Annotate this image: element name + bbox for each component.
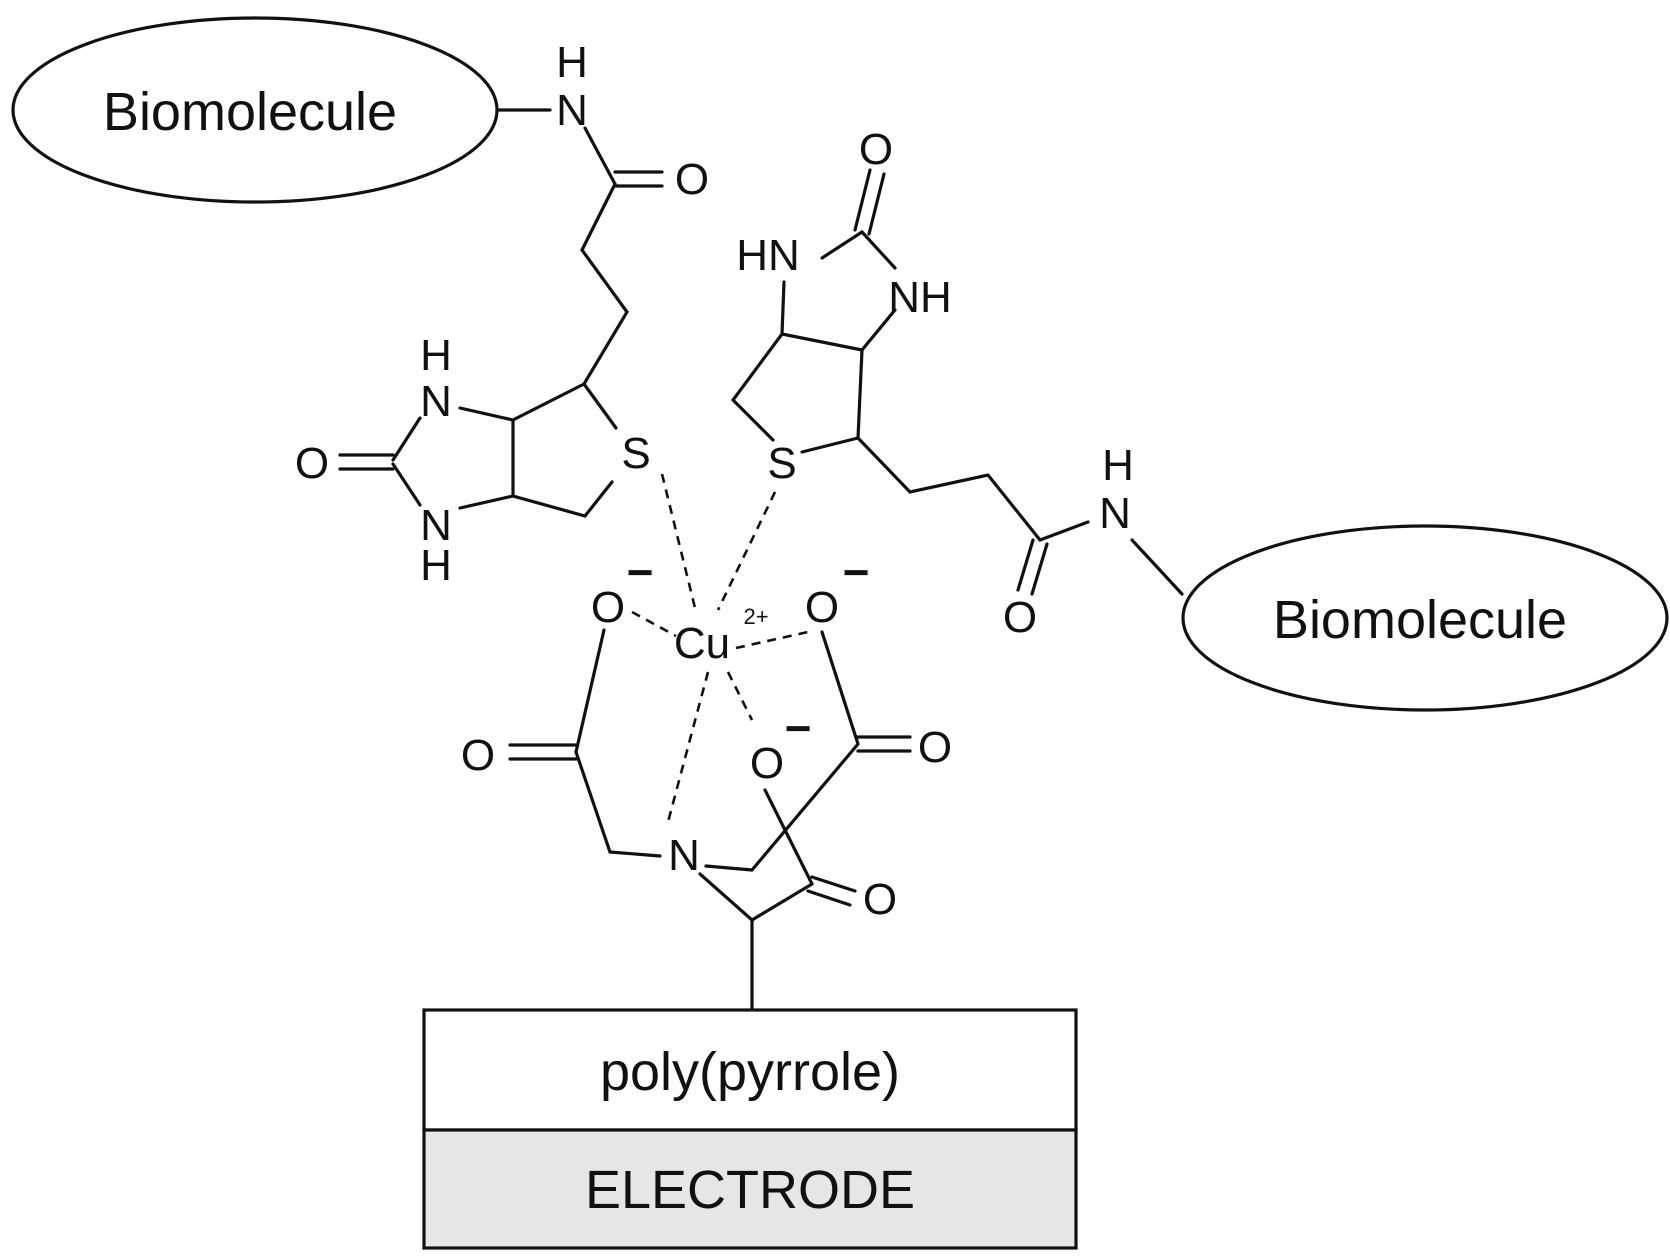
bond xyxy=(574,628,606,754)
charge-minus: − xyxy=(843,546,870,598)
bond xyxy=(1130,538,1184,596)
bond xyxy=(1030,542,1049,596)
atom-n: N xyxy=(1099,489,1131,538)
biomolecule-right-ellipse xyxy=(1181,524,1669,712)
bond xyxy=(856,348,864,440)
electrode-layer-label: ELECTRODE xyxy=(585,1160,915,1220)
thiolane-right xyxy=(730,332,784,442)
atom-n: N xyxy=(420,377,452,426)
bond xyxy=(582,382,618,430)
bond xyxy=(820,230,864,260)
bond xyxy=(860,230,897,270)
bond xyxy=(750,882,814,922)
bond xyxy=(806,889,852,907)
coordination-bond xyxy=(660,473,698,613)
chain-right xyxy=(856,436,1042,542)
bond xyxy=(800,436,860,454)
atom-o: O xyxy=(918,723,952,772)
atom-n: N xyxy=(668,831,700,880)
coordination-bond xyxy=(735,630,809,650)
atom-n: N xyxy=(420,501,452,550)
atom-h: H xyxy=(420,331,452,380)
bond xyxy=(391,462,422,507)
bond xyxy=(810,875,857,893)
atom-h: H xyxy=(556,38,588,87)
atom-o: O xyxy=(591,583,625,632)
charge-minus: − xyxy=(627,546,654,598)
charge-minus: − xyxy=(785,702,812,754)
coordination-bond xyxy=(666,671,710,823)
electrode-layer xyxy=(422,1128,1078,1250)
atom-s: S xyxy=(767,439,796,488)
atom-o: O xyxy=(1003,593,1037,642)
bond xyxy=(458,494,515,510)
atom-o: O xyxy=(863,875,897,924)
atom-o: O xyxy=(295,439,329,488)
atom-o: O xyxy=(675,155,709,204)
polymer-layer xyxy=(422,1008,1078,1132)
bond xyxy=(780,332,864,352)
bond xyxy=(860,308,897,352)
bond xyxy=(853,168,872,232)
bond xyxy=(574,750,612,854)
atom-n-background xyxy=(664,824,706,872)
bond xyxy=(458,406,515,422)
coordination-bond xyxy=(631,610,677,638)
biomolecule-left-label: Biomolecule xyxy=(103,82,397,142)
bond xyxy=(583,126,617,186)
bond xyxy=(750,742,860,872)
atom-h: H xyxy=(1102,441,1134,490)
coordination-bond xyxy=(726,671,754,721)
atom-h: H xyxy=(420,541,452,590)
atom-o: O xyxy=(461,731,495,780)
polymer-layer-label: poly(pyrrole) xyxy=(600,1042,900,1102)
atom-nh: NH xyxy=(888,273,952,322)
bond xyxy=(608,850,662,858)
chain-left xyxy=(580,182,629,386)
bond xyxy=(820,630,860,746)
atom-cu: Cu xyxy=(674,619,730,668)
atom-o: O xyxy=(805,583,839,632)
bond xyxy=(867,172,886,236)
biomolecule-right-label: Biomolecule xyxy=(1273,590,1567,650)
atom-n: N xyxy=(556,86,588,135)
bond xyxy=(704,864,754,872)
bond xyxy=(763,788,814,886)
atom-hn: HN xyxy=(736,231,800,280)
bond xyxy=(391,416,422,462)
bond xyxy=(698,872,754,922)
bond xyxy=(780,280,786,336)
atom-s: S xyxy=(621,429,650,478)
coordination-bond xyxy=(716,491,777,611)
bond xyxy=(1016,538,1035,592)
atom-o: O xyxy=(859,125,893,174)
bond xyxy=(1038,520,1090,542)
metal-charge: 2+ xyxy=(743,604,768,629)
atom-o: O xyxy=(750,739,784,788)
